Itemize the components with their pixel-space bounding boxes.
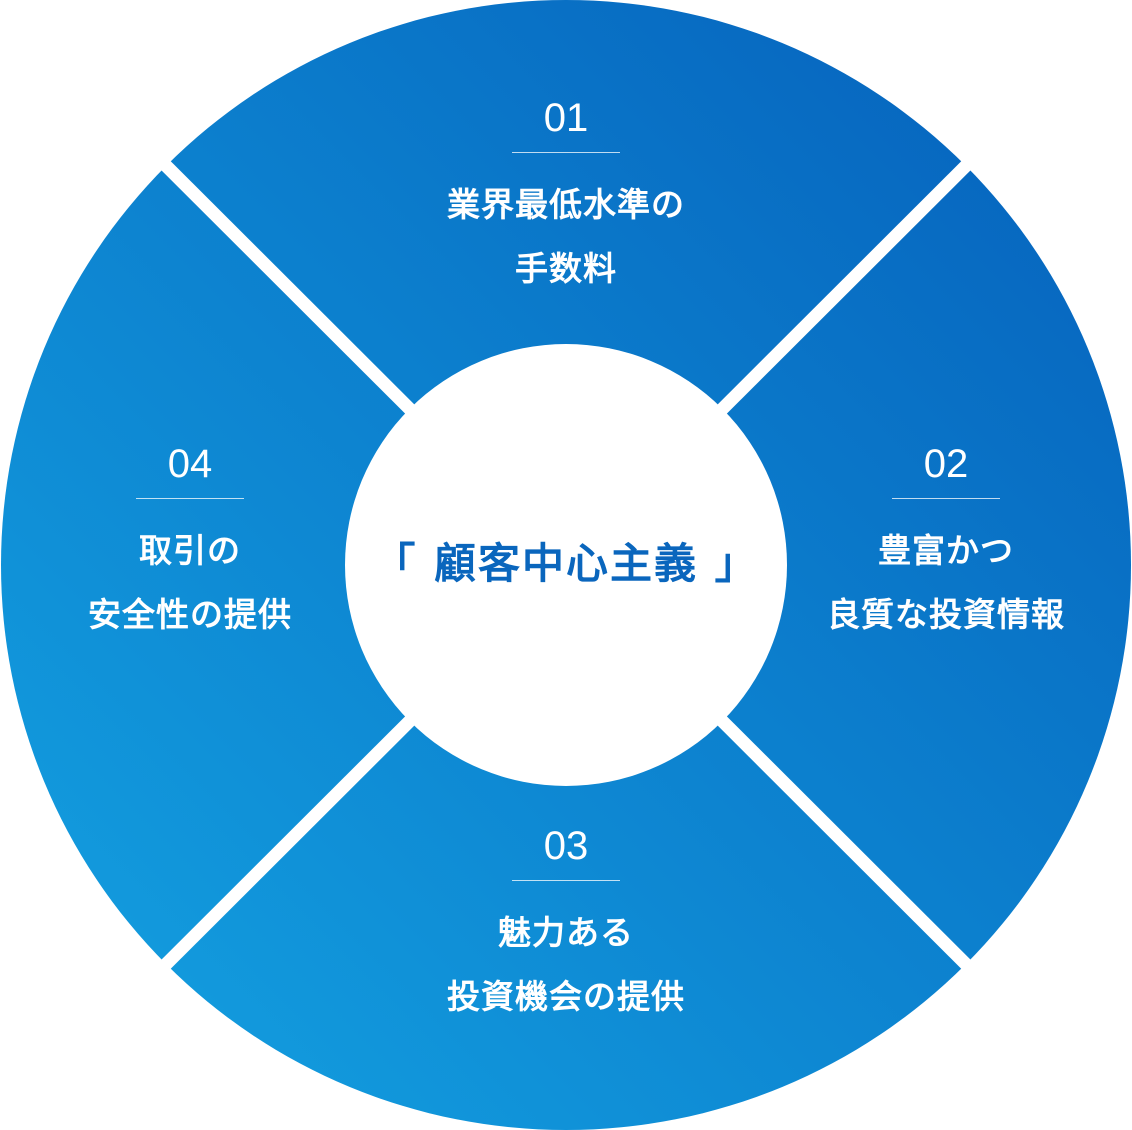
segment-title: 取引の安全性の提供	[40, 519, 340, 647]
segment-title: 業界最低水準の手数料	[416, 173, 716, 301]
title-line: 魅力ある	[498, 913, 634, 952]
segment-02: 02 豊富かつ良質な投資情報	[796, 444, 1096, 647]
segment-title: 豊富かつ良質な投資情報	[796, 519, 1096, 647]
title-line: 投資機会の提供	[447, 977, 685, 1016]
segment-01: 01 業界最低水準の手数料	[416, 98, 716, 301]
title-line: 業界最低水準の	[447, 185, 685, 224]
divider	[512, 152, 620, 153]
divider	[136, 498, 244, 499]
segment-04: 04 取引の安全性の提供	[40, 444, 340, 647]
center-circle	[345, 344, 787, 786]
segment-title: 魅力ある投資機会の提供	[416, 901, 716, 1029]
title-line: 手数料	[515, 249, 617, 288]
title-line: 取引の	[139, 531, 241, 570]
center-label: 「 顧客中心主義 」	[373, 539, 759, 588]
title-line: 安全性の提供	[88, 595, 292, 634]
divider	[512, 880, 620, 881]
title-line: 豊富かつ	[878, 531, 1014, 570]
segment-number: 04	[167, 442, 213, 486]
divider	[892, 498, 1000, 499]
segment-number: 03	[543, 824, 589, 868]
segment-number: 02	[923, 442, 969, 486]
title-line: 良質な投資情報	[827, 595, 1065, 634]
segment-03: 03 魅力ある投資機会の提供	[416, 826, 716, 1029]
segment-number: 01	[543, 96, 589, 140]
